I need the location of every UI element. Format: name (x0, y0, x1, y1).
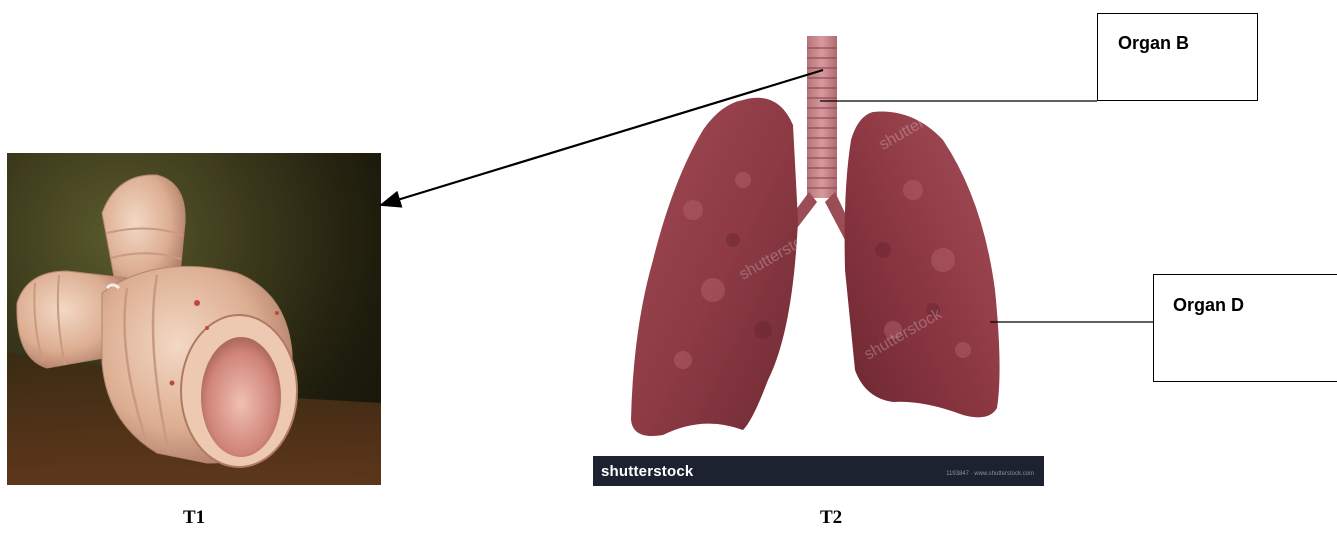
caption-t2: T2 (820, 507, 842, 529)
watermark-bar: shutterstock 1193847 · www.shutterstock.… (593, 456, 1044, 486)
organ-b-label: Organ B (1118, 33, 1189, 54)
watermark-small-text: 1193847 · www.shutterstock.com (946, 471, 1034, 477)
organ-b-label-box: Organ B (1097, 13, 1258, 101)
watermark-brand: shutterstock (601, 463, 693, 480)
caption-t1: T1 (183, 507, 205, 529)
organ-d-label-box: Organ D (1153, 274, 1337, 382)
organ-d-label: Organ D (1173, 295, 1244, 316)
t1-trachea-photo (7, 153, 381, 485)
t2-lungs-illustration: shutterstock shutterstock shutterstock s… (593, 30, 1044, 486)
